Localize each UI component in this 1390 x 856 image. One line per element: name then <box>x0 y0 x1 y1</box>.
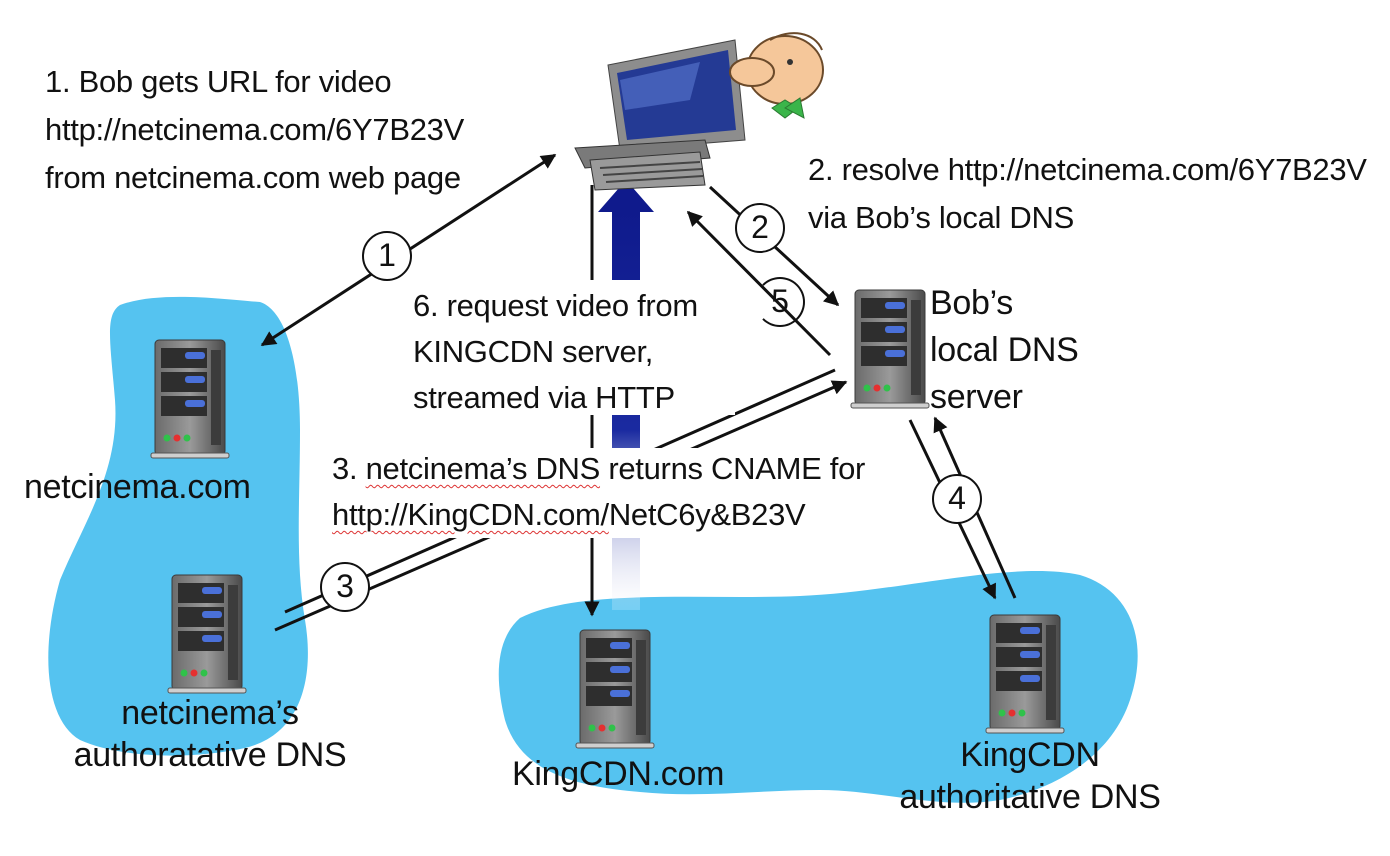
netcinema-cloud <box>48 296 308 756</box>
kingcdn-dns-label-line: authoritative DNS <box>899 778 1161 816</box>
step3-mid-text: returns CNAME for <box>600 451 866 486</box>
step6-line: streamed via HTTP <box>413 380 675 415</box>
local-dns-label-line: Bob’s <box>930 284 1013 322</box>
step3-cname-rest: NetC6y&B23V <box>608 497 806 532</box>
step1-line: 1. Bob gets URL for video <box>45 64 392 99</box>
netcinema-label: netcinema.com <box>24 468 251 506</box>
kingcdn-server-icon <box>575 629 655 749</box>
kingcdn-dns-server-icon <box>985 614 1065 734</box>
bob-avatar-icon <box>729 32 824 119</box>
computer-icon <box>574 39 746 191</box>
netcinema-dns-label: netcinema’s authoratative DNS <box>55 692 365 776</box>
netcinema-dns-server-icon <box>167 574 247 694</box>
local-dns-label-line: local DNS <box>930 331 1079 369</box>
kingcdn-dns-label-line: KingCDN <box>960 736 1100 774</box>
netcinema-server-icon <box>150 339 230 459</box>
step-number-3: 3 <box>320 562 370 612</box>
step-number-1: 1 <box>362 231 412 281</box>
kingcdn-cloud <box>498 571 1138 803</box>
step2-label: 2. resolve http://netcinema.com/6Y7B23V … <box>808 146 1367 242</box>
step6-label: 6. request video from KINGCDN server, st… <box>413 283 698 421</box>
step2-line: via Bob’s local DNS <box>808 200 1074 235</box>
step-number-5: 5 <box>755 277 805 327</box>
video-stream-arrow-head <box>598 180 654 212</box>
step-number-4: 4 <box>932 474 982 524</box>
step1-line: http://netcinema.com/6Y7B23V <box>45 112 464 147</box>
kingcdn-dns-label: KingCDN authoritative DNS <box>875 734 1185 818</box>
step-number-2: 2 <box>735 203 785 253</box>
kingcdn-label: KingCDN.com <box>512 755 725 793</box>
step6-line: 6. request video from <box>413 288 698 323</box>
local-dns-label-line: server <box>930 378 1023 416</box>
netcinema-dns-label-line: netcinema’s <box>121 694 299 732</box>
arrow-step5 <box>686 210 832 357</box>
step1-line: from netcinema.com web page <box>45 160 461 195</box>
step3-cname-url: http://KingCDN.com/ <box>332 497 609 532</box>
step1-label: 1. Bob gets URL for video http://netcine… <box>45 58 464 202</box>
local-dns-server-icon <box>850 289 930 409</box>
step3-label: 3. netcinema’s DNS returns CNAME for htt… <box>332 446 865 538</box>
local-dns-label: Bob’s local DNS server <box>930 280 1079 421</box>
step3-squiggled-text: netcinema’s DNS <box>365 451 601 486</box>
step2-line: 2. resolve http://netcinema.com/6Y7B23V <box>808 152 1367 187</box>
netcinema-dns-label-line: authoratative DNS <box>73 736 347 774</box>
step3-prefix: 3. <box>332 451 358 486</box>
step6-line: KINGCDN server, <box>413 334 654 369</box>
